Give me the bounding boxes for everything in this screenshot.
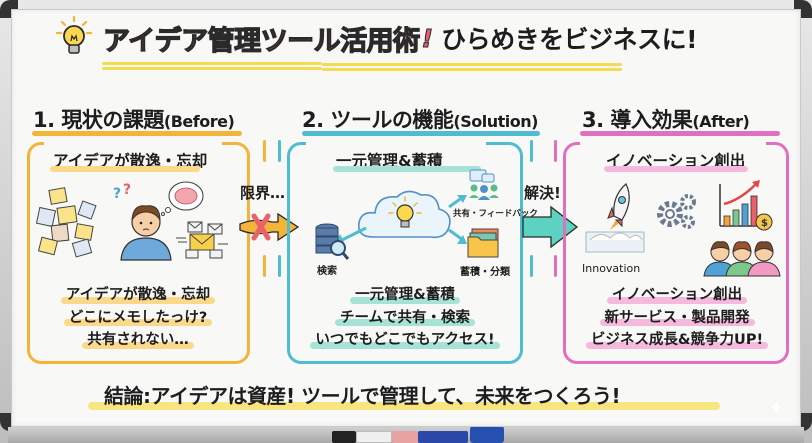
divider-dash bbox=[530, 255, 533, 277]
blocked-arrow-icon bbox=[239, 212, 300, 242]
effect-list: イノベーション創出 新サービス・製品開発 ビジネス成長&競争力UP! bbox=[572, 284, 782, 352]
dollar-bag-icon: $ bbox=[761, 218, 768, 229]
panel-title-text: イノベーション創出 bbox=[606, 152, 746, 170]
brain-thought-icon bbox=[161, 181, 204, 216]
panel-gap bbox=[44, 139, 222, 147]
panel-gap bbox=[580, 139, 766, 147]
cloud-idea-icon bbox=[357, 190, 451, 239]
problem-item: アイデアが散逸・忘却 bbox=[65, 287, 211, 303]
panel-title-solution: 一元管理&蓄積 bbox=[336, 149, 443, 171]
title-underline bbox=[102, 67, 322, 70]
team-share-icon bbox=[469, 169, 499, 200]
red-marker bbox=[356, 431, 392, 443]
black-marker bbox=[332, 431, 356, 443]
innovation-label: Innovation bbox=[582, 262, 641, 275]
column-heading-solution: 2. ツールの機能(Solution) bbox=[302, 104, 538, 134]
rocket-launch-icon bbox=[585, 183, 645, 253]
heading-text: 1. 現状の課題 bbox=[33, 108, 164, 132]
divider-dash bbox=[278, 140, 281, 162]
page-title: アイデア管理ツール活用術 ! ひらめきをビジネスに! bbox=[102, 18, 697, 58]
heading-underline bbox=[580, 131, 780, 136]
heading-underline bbox=[32, 131, 242, 136]
x-mark-icon bbox=[251, 213, 271, 241]
column-heading-before: 1. 現状の課題(Before) bbox=[33, 104, 235, 134]
blue-marker bbox=[418, 431, 468, 443]
svg-text:?: ? bbox=[123, 182, 131, 198]
panel-title-text: 一元管理&蓄積 bbox=[336, 152, 443, 170]
title-underline bbox=[322, 68, 622, 71]
sticky-notes-icon bbox=[35, 187, 97, 258]
divider-dash bbox=[278, 255, 281, 277]
problem-item: どこにメモしたっけ? bbox=[68, 309, 208, 326]
heading-text: 3. 導入効果 bbox=[582, 108, 693, 132]
question-marks-icon: ? bbox=[113, 186, 121, 202]
panel-title-before: アイデアが散逸・忘却 bbox=[53, 149, 207, 171]
envelopes-icon bbox=[176, 221, 228, 259]
solution-item: いつでもどこでもアクセス! bbox=[315, 332, 495, 348]
panel-title-highlight bbox=[50, 166, 200, 172]
gears-icon bbox=[657, 194, 696, 229]
divider-dash bbox=[263, 255, 266, 277]
effect-item: 新サービス・製品開発 bbox=[604, 309, 750, 326]
solution-item: チームで共有・検索 bbox=[339, 309, 471, 326]
divider-dash bbox=[554, 140, 557, 162]
title-exclaim: ! bbox=[421, 23, 434, 53]
solution-list: 一元管理&蓄積 チームで共有・検索 いつでもどこでもアクセス! bbox=[300, 284, 510, 352]
store-classify-label: 蓄積・分類 bbox=[460, 267, 510, 278]
title-underline bbox=[322, 63, 622, 66]
heading-underline bbox=[302, 131, 540, 136]
divider-dash bbox=[530, 140, 533, 162]
heading-text: 2. ツールの機能 bbox=[302, 108, 454, 132]
panel-title-highlight bbox=[604, 166, 748, 172]
pink-marker bbox=[392, 431, 418, 443]
panel-title-after: イノベーション創出 bbox=[606, 149, 745, 171]
problem-item: 共有されない… bbox=[87, 332, 189, 348]
conclusion-highlight bbox=[88, 402, 720, 410]
panel-gap bbox=[306, 139, 486, 147]
limit-label: 限界… bbox=[240, 184, 286, 202]
divider-dash bbox=[554, 255, 557, 277]
eraser bbox=[470, 426, 504, 443]
heading-sub: (Before) bbox=[163, 112, 235, 131]
title-main: アイデア管理ツール活用術 bbox=[102, 25, 420, 57]
arrow-icon bbox=[448, 228, 467, 244]
growth-chart-icon: $ bbox=[719, 180, 773, 231]
share-feedback-label: 共有・フィードバック bbox=[453, 209, 538, 219]
solved-label: 解決! bbox=[524, 184, 561, 202]
solution-item: 一元管理&蓄積 bbox=[355, 287, 455, 303]
sparkle-icon: ✦ bbox=[767, 396, 786, 421]
effect-item: イノベーション創出 bbox=[611, 287, 743, 303]
panel-title-text: アイデアが散逸・忘却 bbox=[53, 152, 208, 170]
conclusion-text: 結論:アイデアは資産! ツールで管理して、未来をつくろう! bbox=[104, 384, 621, 408]
heading-sub: (After) bbox=[692, 112, 750, 131]
divider-dash bbox=[263, 140, 266, 162]
folders-icon bbox=[467, 228, 499, 258]
database-search-icon bbox=[315, 223, 350, 260]
heading-sub: (Solution) bbox=[453, 112, 538, 131]
lightbulb-icon bbox=[55, 15, 93, 54]
title-underline bbox=[102, 62, 322, 65]
happy-team-icon bbox=[703, 241, 781, 277]
panel-title-highlight bbox=[333, 166, 481, 172]
title-subtitle: ひらめきをビジネスに! bbox=[441, 25, 697, 54]
problem-list: アイデアが散逸・忘却 どこにメモしたっけ? 共有されない… bbox=[40, 284, 236, 352]
column-heading-after: 3. 導入効果(After) bbox=[582, 104, 750, 134]
search-label: 検索 bbox=[317, 266, 337, 277]
effect-item: ビジネス成長&競争力UP! bbox=[590, 332, 764, 348]
arrow-icon bbox=[448, 195, 467, 209]
confused-person-icon: ? ? bbox=[113, 182, 172, 261]
